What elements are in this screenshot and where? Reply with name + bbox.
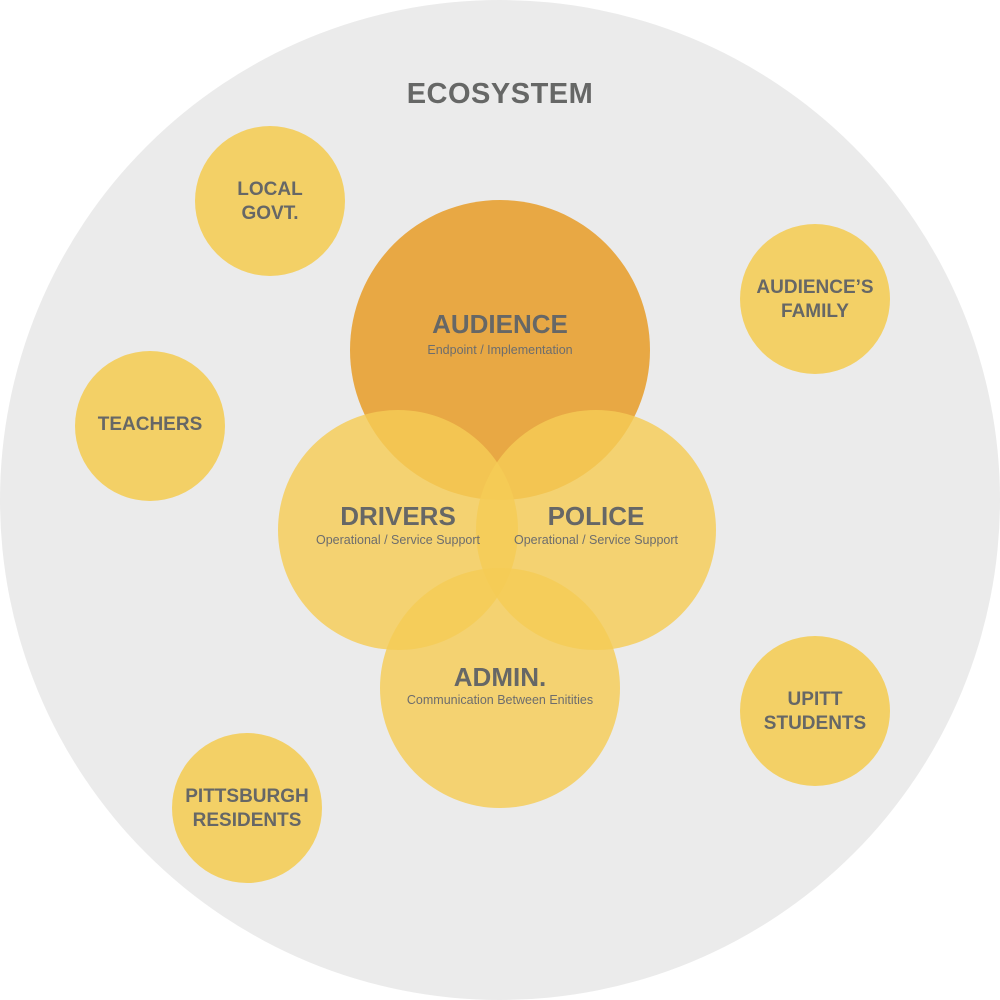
stakeholder-teachers-line1: TEACHERS	[98, 414, 203, 435]
stakeholder-pittsburgh-residents-line1: PITTSBURGH	[185, 786, 309, 807]
stakeholder-teachers: TEACHERS	[75, 351, 225, 501]
stakeholder-upitt-students-circle	[740, 636, 890, 786]
stakeholder-audiences-family-line1: AUDIENCE’S	[756, 277, 873, 298]
core-police-title: POLICE	[548, 501, 645, 531]
core-police-subtitle: Operational / Service Support	[514, 533, 679, 547]
stakeholder-local-govt: LOCAL GOVT.	[195, 126, 345, 276]
stakeholder-upitt-students-line1: UPITT	[788, 689, 843, 710]
core-audience-title: AUDIENCE	[432, 309, 568, 339]
stakeholder-audiences-family-circle	[740, 224, 890, 374]
stakeholder-local-govt-line1: LOCAL	[237, 179, 303, 200]
stakeholder-local-govt-circle	[195, 126, 345, 276]
core-drivers-subtitle: Operational / Service Support	[316, 533, 481, 547]
core-admin-circle	[380, 568, 620, 808]
stakeholder-pittsburgh-residents-line2: RESIDENTS	[193, 810, 302, 831]
ecosystem-title: ECOSYSTEM	[407, 78, 594, 110]
core-admin-subtitle: Communication Between Enitities	[407, 693, 593, 707]
stakeholder-audiences-family-line2: FAMILY	[781, 301, 849, 322]
stakeholder-local-govt-line2: GOVT.	[241, 203, 298, 224]
stakeholder-upitt-students-line2: STUDENTS	[764, 713, 866, 734]
stakeholder-audiences-family: AUDIENCE’S FAMILY	[740, 224, 890, 374]
stakeholder-pittsburgh-residents-circle	[172, 733, 322, 883]
core-audience-subtitle: Endpoint / Implementation	[427, 343, 572, 357]
stakeholder-upitt-students: UPITT STUDENTS	[740, 636, 890, 786]
core-drivers-title: DRIVERS	[340, 501, 456, 531]
core-admin-title: ADMIN.	[454, 662, 546, 692]
stakeholder-pittsburgh-residents: PITTSBURGH RESIDENTS	[172, 733, 322, 883]
core-venn	[278, 200, 716, 808]
stakeholder-teachers-circle	[75, 351, 225, 501]
